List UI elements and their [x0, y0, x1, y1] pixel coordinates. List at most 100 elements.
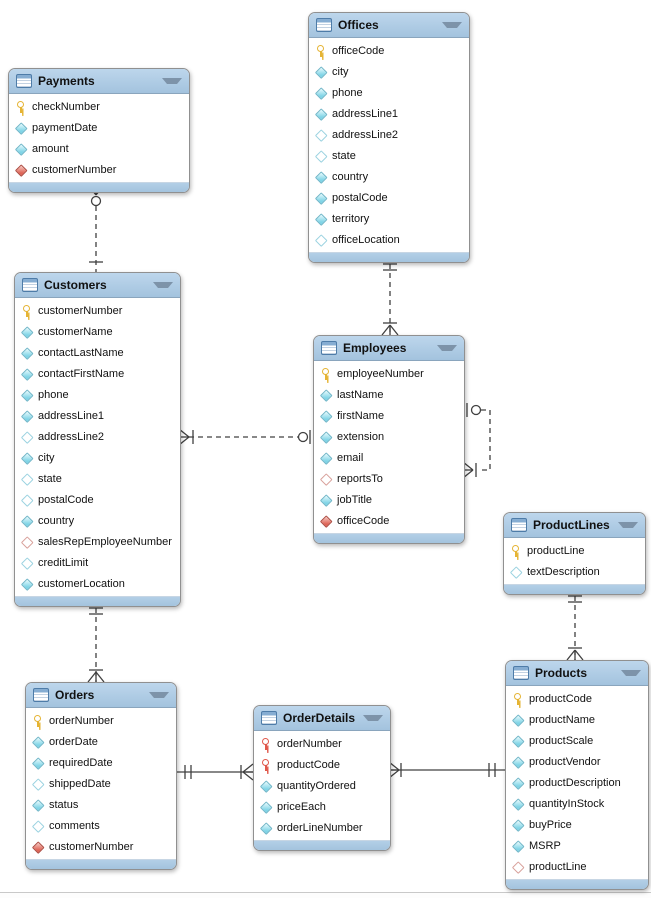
column-row[interactable]: city [15, 447, 180, 468]
table-productlines[interactable]: ProductLines productLine textDescription [503, 512, 646, 595]
collapse-chevron-down-icon[interactable] [618, 522, 638, 528]
collapse-chevron-down-icon[interactable] [149, 692, 169, 698]
column-row[interactable]: orderDate [26, 731, 176, 752]
column-row[interactable]: reportsTo [314, 468, 464, 489]
column-row[interactable]: quantityOrdered [254, 775, 390, 796]
collapse-chevron-down-icon[interactable] [363, 715, 383, 721]
column-label: productLine [529, 860, 587, 873]
column-row[interactable]: state [15, 468, 180, 489]
collapse-chevron-down-icon[interactable] [437, 345, 457, 351]
collapse-chevron-down-icon[interactable] [153, 282, 173, 288]
column-row[interactable]: MSRP [506, 835, 648, 856]
column-row[interactable]: employeeNumber [314, 363, 464, 384]
column-row[interactable]: customerNumber [15, 300, 180, 321]
column-row[interactable]: productLine [504, 540, 645, 561]
column-row[interactable]: amount [9, 138, 189, 159]
column-row[interactable]: status [26, 794, 176, 815]
column-row[interactable]: lastName [314, 384, 464, 405]
collapse-chevron-down-icon[interactable] [162, 78, 182, 84]
column-row[interactable]: addressLine2 [15, 426, 180, 447]
column-row[interactable]: jobTitle [314, 489, 464, 510]
column-row[interactable]: comments [26, 815, 176, 836]
column-row[interactable]: addressLine1 [15, 405, 180, 426]
relationship-orders-orderdetails[interactable] [175, 763, 254, 781]
collapse-chevron-down-icon[interactable] [442, 22, 462, 28]
column-row[interactable]: buyPrice [506, 814, 648, 835]
column-row[interactable]: priceEach [254, 796, 390, 817]
column-row[interactable]: paymentDate [9, 117, 189, 138]
column-row[interactable]: extension [314, 426, 464, 447]
column-label: reportsTo [337, 472, 383, 485]
column-row[interactable]: orderLineNumber [254, 817, 390, 838]
column-row[interactable]: productLine [506, 856, 648, 877]
column-row[interactable]: postalCode [309, 187, 469, 208]
column-row[interactable]: orderNumber [254, 733, 390, 754]
column-row[interactable]: country [15, 510, 180, 531]
column-row[interactable]: email [314, 447, 464, 468]
column-row[interactable]: contactLastName [15, 342, 180, 363]
column-row[interactable]: productName [506, 709, 648, 730]
column-row[interactable]: productDescription [506, 772, 648, 793]
column-row[interactable]: addressLine1 [309, 103, 469, 124]
relationship-employees-employees[interactable] [462, 403, 491, 479]
column-row[interactable]: quantityInStock [506, 793, 648, 814]
relationship-customers-payments[interactable] [87, 184, 105, 272]
table-header[interactable]: Products [506, 661, 648, 686]
table-header[interactable]: Orders [26, 683, 176, 708]
table-header[interactable]: ProductLines [504, 513, 645, 538]
column-icon [315, 191, 327, 204]
column-row[interactable]: officeCode [314, 510, 464, 531]
table-header[interactable]: Payments [9, 69, 189, 94]
column-row[interactable]: contactFirstName [15, 363, 180, 384]
column-row[interactable]: postalCode [15, 489, 180, 510]
column-row[interactable]: shippedDate [26, 773, 176, 794]
column-row[interactable]: requiredDate [26, 752, 176, 773]
relationship-employees-customers[interactable] [178, 428, 311, 446]
column-row[interactable]: city [309, 61, 469, 82]
column-row[interactable]: phone [309, 82, 469, 103]
relationship-offices-employees[interactable] [381, 255, 399, 336]
column-icon [21, 451, 33, 464]
relationship-customers-orders[interactable] [87, 599, 105, 683]
table-header[interactable]: Employees [314, 336, 464, 361]
column-row[interactable]: creditLimit [15, 552, 180, 573]
column-row[interactable]: officeLocation [309, 229, 469, 250]
column-row[interactable]: country [309, 166, 469, 187]
column-row[interactable]: productVendor [506, 751, 648, 772]
table-header[interactable]: Offices [309, 13, 469, 38]
column-row[interactable]: salesRepEmployeeNumber [15, 531, 180, 552]
column-row[interactable]: officeCode [309, 40, 469, 61]
column-row[interactable]: productScale [506, 730, 648, 751]
column-row[interactable]: textDescription [504, 561, 645, 582]
collapse-chevron-down-icon[interactable] [621, 670, 641, 676]
column-row[interactable]: addressLine2 [309, 124, 469, 145]
column-label: productLine [527, 544, 585, 557]
column-row[interactable]: customerLocation [15, 573, 180, 594]
column-row[interactable]: customerNumber [9, 159, 189, 180]
column-row[interactable]: productCode [254, 754, 390, 775]
column-row[interactable]: orderNumber [26, 710, 176, 731]
column-icon [512, 797, 524, 810]
column-row[interactable]: productCode [506, 688, 648, 709]
relationship-productlines-products[interactable] [566, 587, 584, 661]
table-header[interactable]: Customers [15, 273, 180, 298]
column-icon [512, 734, 524, 747]
column-row[interactable]: phone [15, 384, 180, 405]
column-row[interactable]: customerNumber [26, 836, 176, 857]
table-header[interactable]: OrderDetails [254, 706, 390, 731]
column-row[interactable]: checkNumber [9, 96, 189, 117]
column-row[interactable]: state [309, 145, 469, 166]
relationship-products-orderdetails[interactable] [388, 761, 505, 779]
column-row[interactable]: territory [309, 208, 469, 229]
column-row[interactable]: customerName [15, 321, 180, 342]
column-row[interactable]: firstName [314, 405, 464, 426]
